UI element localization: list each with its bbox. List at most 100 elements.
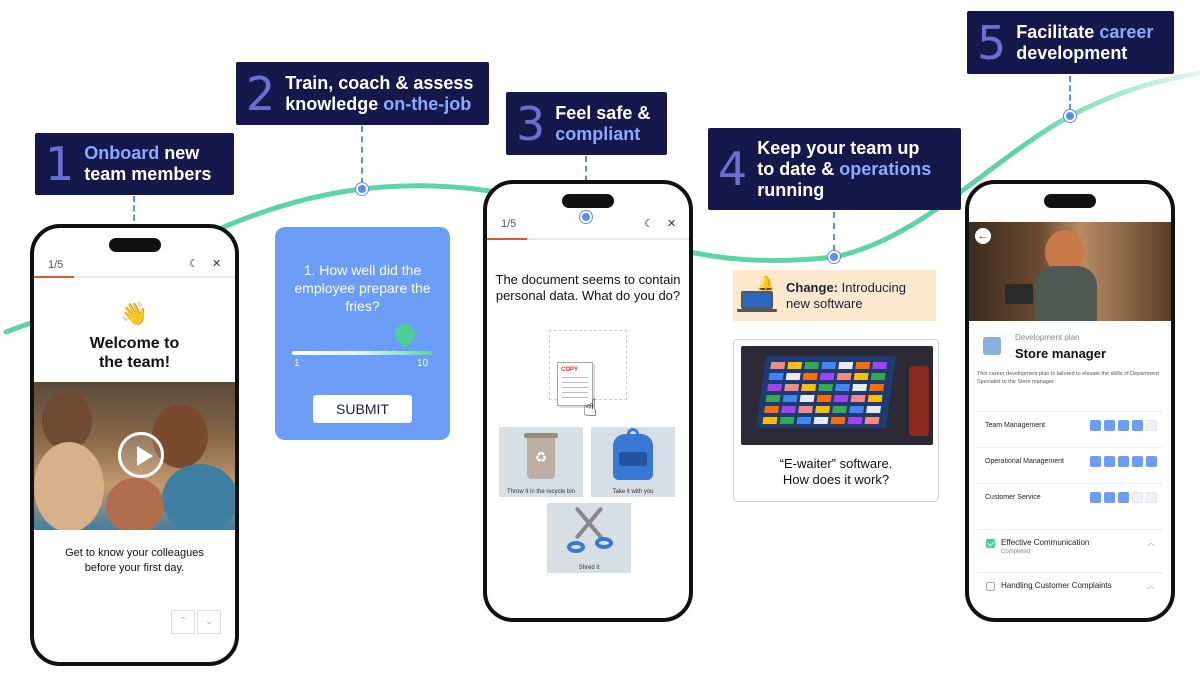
step-4-label: 4 Keep your team up to date & operations… xyxy=(708,128,961,210)
play-icon[interactable] xyxy=(118,432,164,478)
back-button[interactable]: ← xyxy=(975,228,991,244)
competency-status: Completed xyxy=(1001,549,1031,555)
pos-menu-cell xyxy=(767,384,783,391)
welcome-video[interactable] xyxy=(34,382,235,530)
competency-item[interactable]: Handling Customer Complaints ︿ xyxy=(977,572,1163,606)
rating-slider-track[interactable] xyxy=(292,351,432,355)
rating-slider-handle[interactable] xyxy=(390,319,420,349)
pos-menu-cell xyxy=(864,417,880,424)
step-number: 3 xyxy=(516,96,546,151)
laptop-base xyxy=(737,309,777,312)
option-shred[interactable]: Shred it xyxy=(547,503,631,573)
next-button[interactable]: ⌄ xyxy=(197,610,221,634)
skill-name: Team Management xyxy=(985,422,1045,429)
pos-menu-cell xyxy=(785,373,801,380)
step-3-label: 3 Feel safe & compliant xyxy=(506,92,667,155)
submit-button[interactable]: SUBMIT xyxy=(313,395,412,423)
career-phone: ← Development plan Store manager This ca… xyxy=(965,180,1175,622)
welcome-line: Welcome to xyxy=(89,335,180,352)
pos-menu-cell xyxy=(852,384,868,391)
pos-menu-cell xyxy=(870,373,886,380)
chevron-up-icon[interactable]: ︿ xyxy=(1147,538,1155,547)
plan-type-label: Development plan xyxy=(1015,333,1080,342)
change-text-part: Introducing xyxy=(838,280,906,295)
option-recycle-bin[interactable]: ♻ Throw it in the recycle bin xyxy=(499,427,583,497)
pos-menu-cell xyxy=(818,384,834,391)
skill-level-block xyxy=(1146,420,1157,431)
skill-level-block xyxy=(1090,420,1101,431)
pos-menu-cell xyxy=(770,362,786,369)
phone-notch xyxy=(1044,194,1096,208)
step-number: 1 xyxy=(45,137,75,191)
skill-row: Operational Management xyxy=(977,447,1163,477)
step-text-part: running xyxy=(757,179,825,200)
welcome-line: the team! xyxy=(98,354,171,371)
pos-menu-cell xyxy=(853,373,869,380)
close-icon[interactable]: ✕ xyxy=(667,218,677,230)
skill-row: Customer Service xyxy=(977,483,1163,513)
caption-line: Get to know your colleagues xyxy=(65,547,204,559)
step-2-connector xyxy=(361,126,363,184)
compliance-question: The document seems to contain personal d… xyxy=(495,272,681,303)
dark-mode-icon[interactable]: ☾ xyxy=(189,258,199,270)
pos-menu-cell xyxy=(762,417,778,424)
bell-icon: 🔔 xyxy=(757,275,775,291)
checkbox-icon[interactable] xyxy=(986,539,995,548)
waving-hand-icon: 👋 xyxy=(120,301,149,326)
dark-mode-icon[interactable]: ☾ xyxy=(644,218,654,230)
pos-menu-cell xyxy=(802,373,818,380)
step-highlight: career xyxy=(1099,21,1154,42)
pos-menu-cell xyxy=(832,406,848,413)
step-highlight: on-the-job xyxy=(383,93,472,114)
document-icon[interactable]: COPY xyxy=(557,362,593,406)
slider-max-label: 10 xyxy=(417,358,429,369)
skill-level-block xyxy=(1104,420,1115,431)
step-text-part: to date & xyxy=(757,158,840,179)
step-5-label: 5 Facilitate career development xyxy=(967,11,1174,74)
copy-stamp: COPY xyxy=(561,367,579,373)
change-badge: 🔔 Change: Introducing new software xyxy=(733,270,936,321)
skill-row: Team Management xyxy=(977,411,1163,441)
quiz-question: 1. How well did the employee prepare the… xyxy=(294,262,431,314)
progress-bar xyxy=(487,238,689,240)
skill-level-meter xyxy=(1090,492,1157,503)
pos-menu-cell xyxy=(782,395,798,402)
checkbox-icon[interactable] xyxy=(986,582,995,591)
ewaiter-caption: “E-waiter” software. How does it work? xyxy=(734,456,938,488)
option-take-with-you[interactable]: Take it with you xyxy=(591,427,675,497)
pos-menu-cell xyxy=(833,395,849,402)
skill-level-meter xyxy=(1090,420,1157,431)
previous-button[interactable]: ⌃ xyxy=(171,610,195,634)
pos-menu-cell xyxy=(781,406,797,413)
skill-level-block xyxy=(1118,456,1129,467)
close-icon[interactable]: ✕ xyxy=(212,258,222,270)
step-highlight: compliant xyxy=(555,123,641,144)
step-text-part: Feel safe & xyxy=(555,102,651,123)
chevron-up-icon[interactable]: ︿ xyxy=(1147,581,1155,590)
pos-menu-cell xyxy=(801,384,817,391)
phone-notch xyxy=(108,238,161,252)
step-text-part: new xyxy=(159,143,200,163)
step-highlight: operations xyxy=(839,158,932,179)
skill-level-block xyxy=(1132,492,1143,503)
skill-level-block xyxy=(1104,492,1115,503)
ewaiter-card[interactable]: “E-waiter” software. How does it work? xyxy=(733,339,939,502)
competency-item[interactable]: Effective Communication Completed ︿ xyxy=(977,529,1163,563)
pos-menu-cell xyxy=(787,362,803,369)
option-label: Take it with you xyxy=(612,489,654,495)
pos-menu-cell xyxy=(784,384,800,391)
step-text-part: development xyxy=(1016,42,1128,63)
skill-level-meter xyxy=(1090,456,1157,467)
pos-menu-cell xyxy=(799,395,815,402)
step-4-connector xyxy=(833,212,835,251)
progress-fill xyxy=(34,276,75,278)
step-text: Facilitate career development xyxy=(1016,22,1153,64)
pos-menu-cell xyxy=(816,395,832,402)
pos-screen xyxy=(755,356,897,428)
step-3-dot xyxy=(580,211,592,223)
step-text-part: team members xyxy=(84,164,212,184)
step-2-label: 2 Train, coach & assess knowledge on-the… xyxy=(236,62,489,125)
store-manager-photo: ← xyxy=(969,222,1171,321)
person-figure xyxy=(42,392,92,450)
step-number: 2 xyxy=(246,66,276,121)
